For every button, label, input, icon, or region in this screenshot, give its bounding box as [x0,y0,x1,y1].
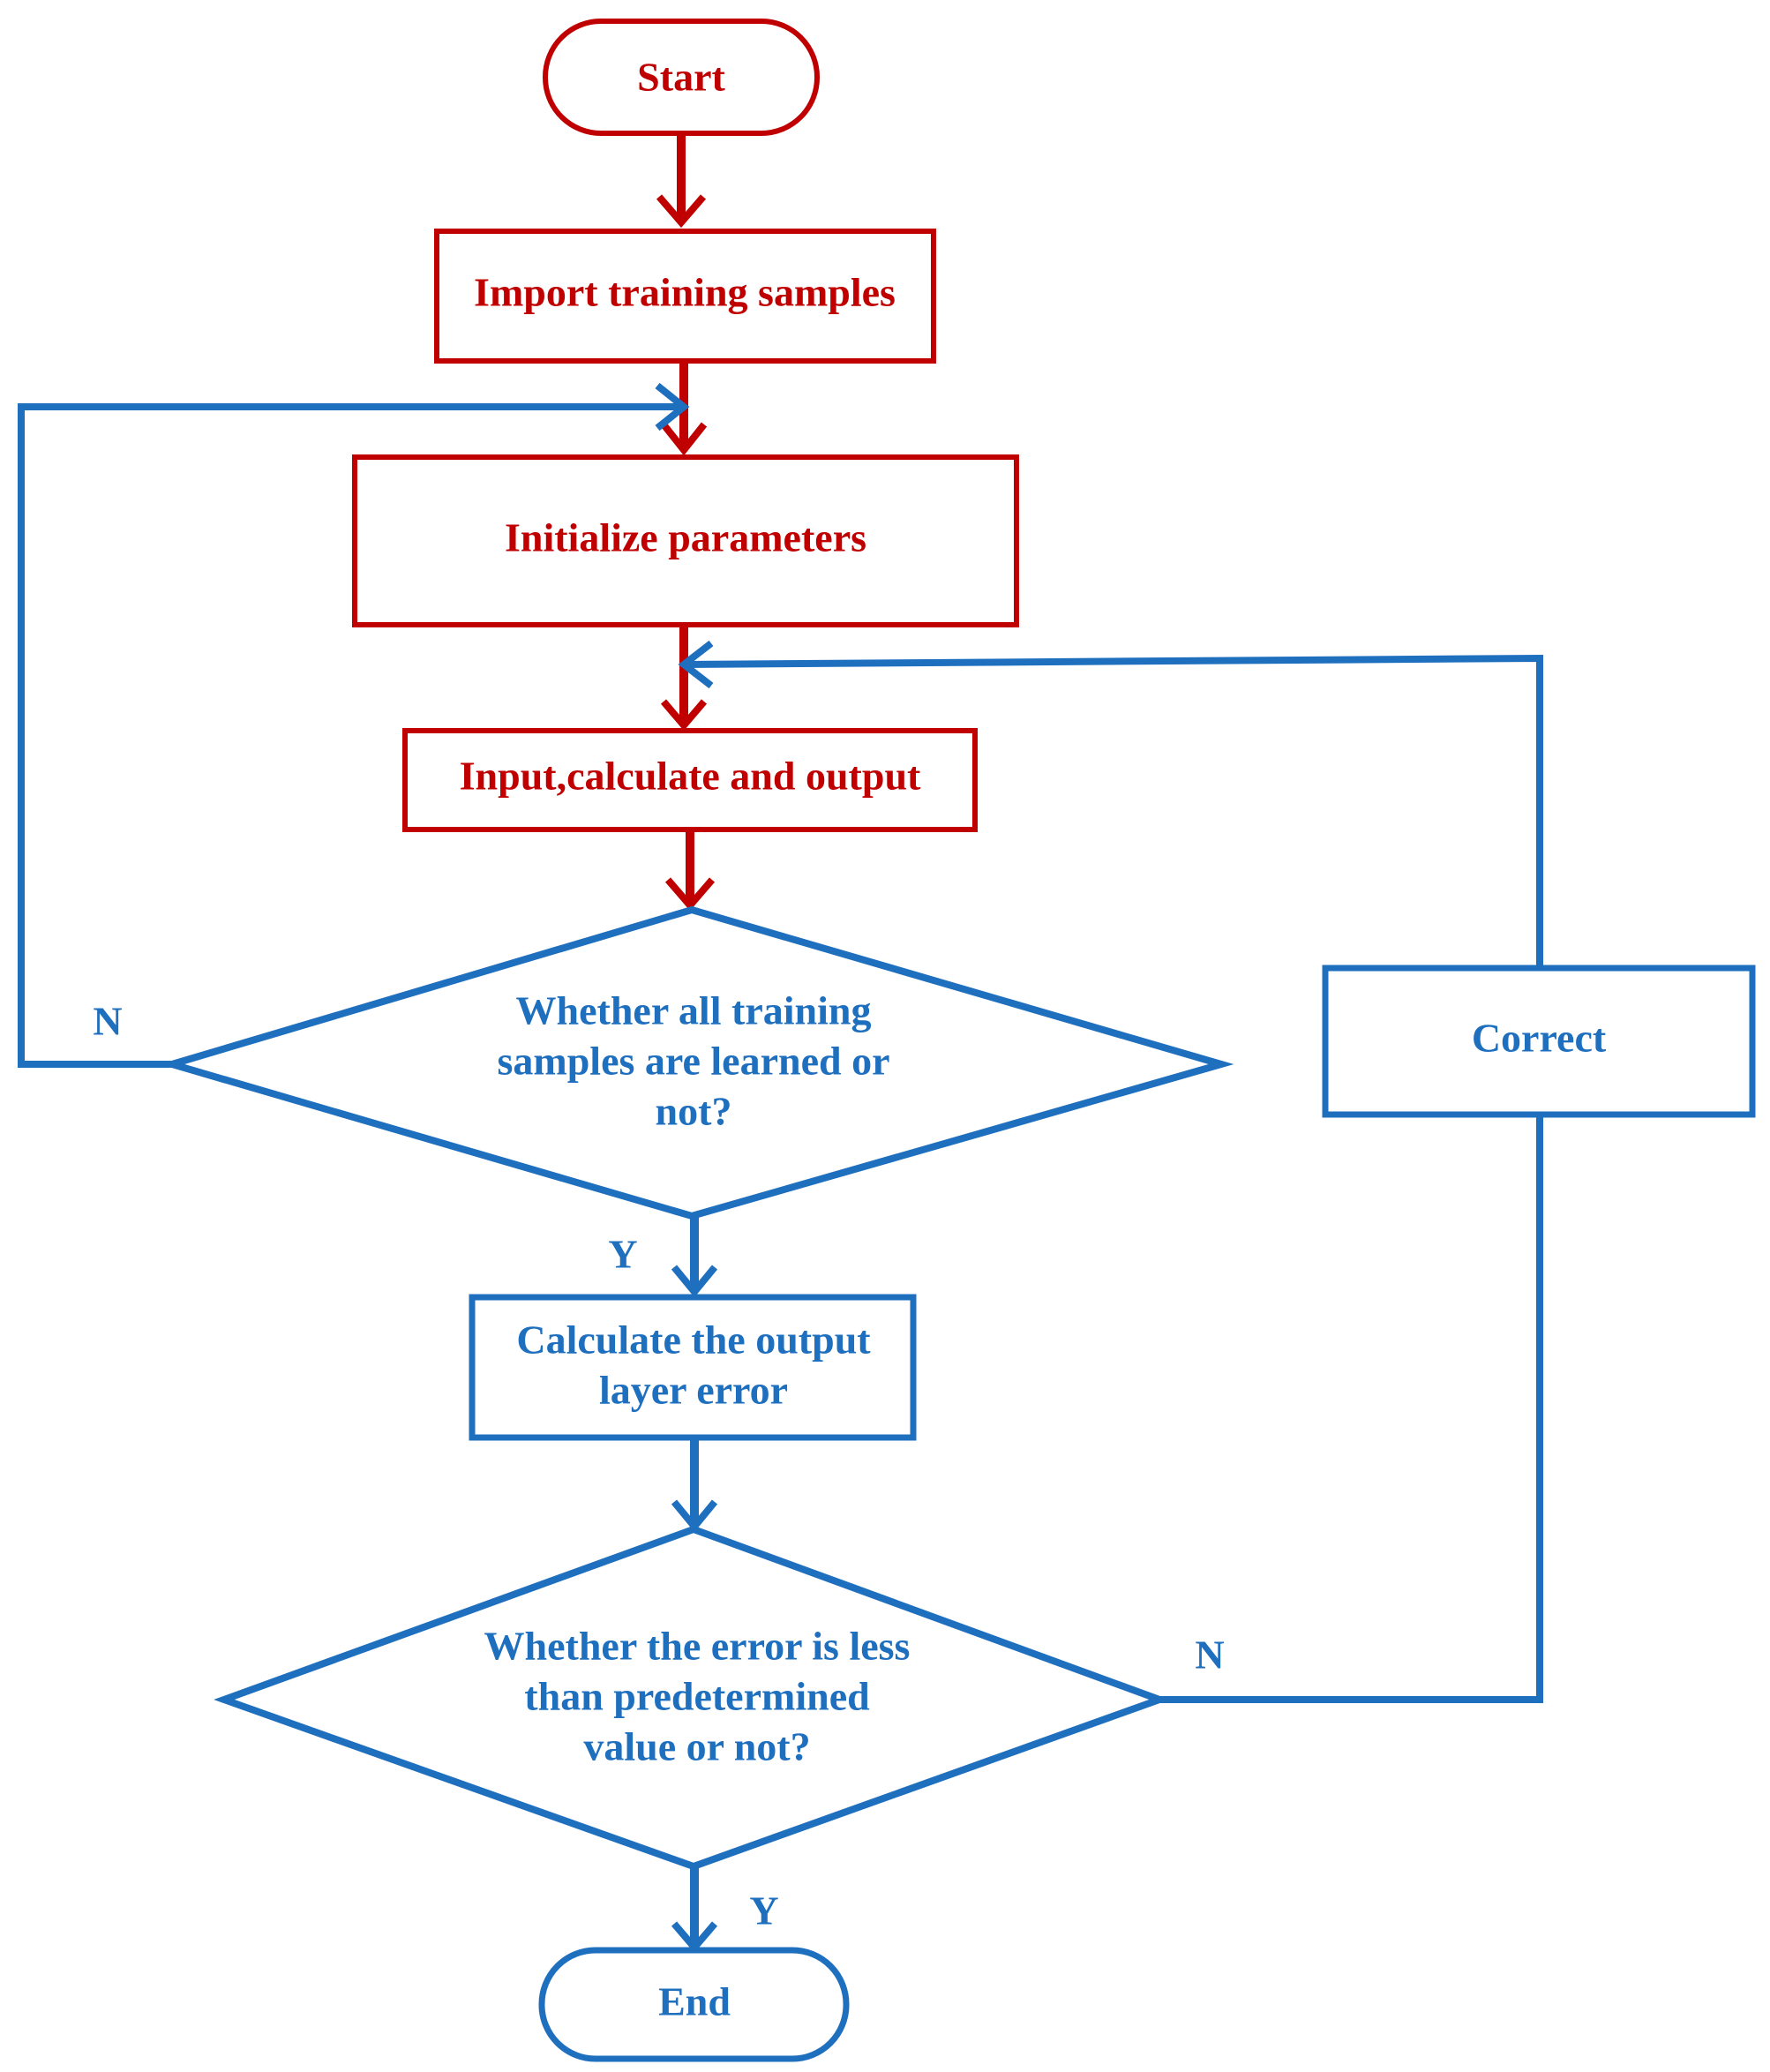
decision1-no-label: N [93,999,122,1044]
initialize-parameters-label: Initialize parameters [505,515,866,560]
loop-decision2-no-to-correct [1159,1115,1543,1703]
decision2-yes-label: Y [749,1888,778,1933]
decision-all-samples-learned: Whether all training samples are learned… [159,905,1234,1220]
decision1-line1: Whether all training [516,988,872,1033]
end-terminator: End [538,1947,850,2062]
arrow-start-to-import [656,133,707,229]
loop-correct-to-input [678,640,1543,968]
decision2-line1: Whether the error is less [484,1624,911,1669]
decision1-line2: samples are learned or [497,1039,889,1084]
calc-line2: layer error [599,1368,788,1413]
arrow-decision2-yes-to-end [671,1866,718,1954]
start-terminator: Start [543,19,820,136]
calculate-output-layer-error-box: Calculate the output layer error [469,1294,917,1441]
correct-label: Correct [1472,1016,1607,1061]
arrow-input-to-decision1 [664,830,716,912]
import-samples-box: Import training samples [434,229,936,364]
loop-decision1-no-to-init [18,382,690,1068]
decision1-yes-label: Y [608,1232,637,1277]
arrow-calc-to-decision2 [671,1438,718,1533]
input-calculate-output-box: Input,calculate and output [402,728,978,832]
calc-line1: Calculate the output [516,1318,871,1363]
correct-box: Correct [1322,965,1756,1118]
input-calculate-output-label: Input,calculate and output [460,754,921,799]
end-label: End [658,1979,731,2024]
decision2-line3: value or not? [583,1724,810,1769]
decision2-no-label: N [1195,1633,1224,1678]
initialize-parameters-box: Initialize parameters [352,454,1019,627]
decision1-line3: not? [656,1089,732,1134]
decision-error-less-than-value: Whether the error is less than predeterm… [214,1525,1170,1871]
arrow-decision1-yes-to-calc [671,1216,718,1298]
start-label: Start [637,55,725,100]
arrow-init-to-input [660,625,708,732]
decision2-line2: than predetermined [524,1674,870,1719]
import-samples-label: Import training samples [474,270,896,315]
